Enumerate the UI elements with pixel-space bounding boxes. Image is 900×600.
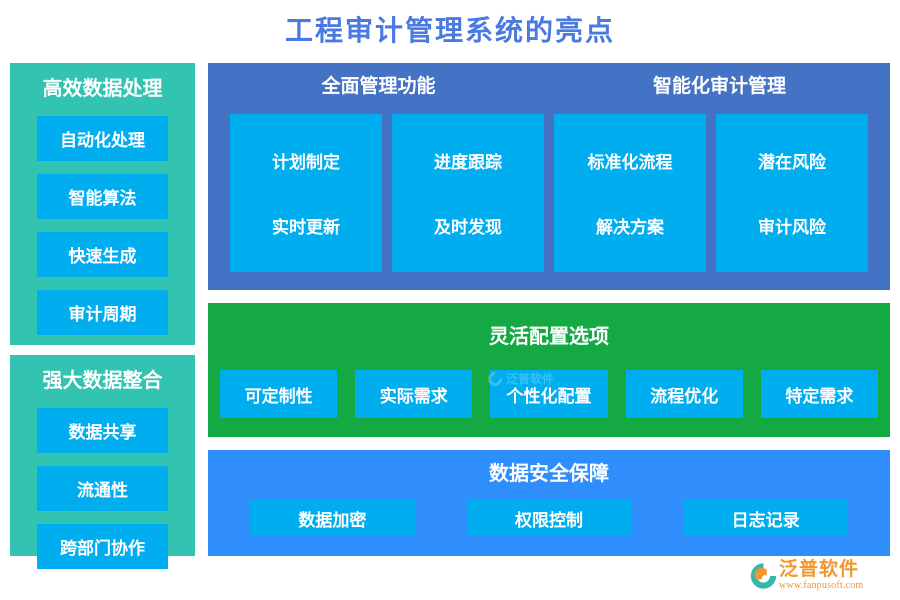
card-progress-tracking[interactable]: 进度跟踪 及时发现 <box>392 114 544 272</box>
brand-name: 泛普软件 <box>779 559 860 580</box>
brand-url: www.fanpusoft.com <box>779 580 864 591</box>
chip-specific-requirements[interactable]: 特定需求 <box>760 370 879 418</box>
chip-customizable[interactable]: 可定制性 <box>220 370 338 418</box>
fanpu-logo-icon <box>748 561 778 591</box>
card-line-1: 潜在风险 <box>758 153 826 172</box>
sidebar-panel-heading: 强大数据整合 <box>42 370 163 392</box>
card-standardized-process[interactable]: 标准化流程 解决方案 <box>554 114 706 272</box>
card-line-1: 计划制定 <box>272 153 340 172</box>
brand-logo-words: 泛普软件 www.fanpusoft.com <box>779 560 863 592</box>
sidebar-item-fast-generation[interactable]: 快速生成 <box>37 232 168 277</box>
green-panel-chip-row: 可定制性 实际需求 个性化配置 流程优化 特定需求 <box>220 370 879 418</box>
chip-actual-requirements[interactable]: 实际需求 <box>355 370 473 418</box>
card-line-2: 审计风险 <box>758 218 826 237</box>
card-line-2: 实时更新 <box>272 218 340 237</box>
top-panel-headings: 全面管理功能 智能化审计管理 <box>208 75 890 99</box>
top-panel-card-row: 计划制定 实时更新 进度跟踪 及时发现 标准化流程 解决方案 潜在风险 审计风险 <box>230 114 868 272</box>
chip-data-encryption[interactable]: 数据加密 <box>250 500 415 536</box>
card-potential-risk[interactable]: 潜在风险 审计风险 <box>716 114 868 272</box>
data-security-panel: 数据安全保障 数据加密 权限控制 日志记录 <box>208 450 890 556</box>
card-plan-making[interactable]: 计划制定 实时更新 <box>230 114 382 272</box>
security-panel-heading: 数据安全保障 <box>489 463 609 485</box>
page-title: 工程审计管理系统的亮点 <box>284 15 615 46</box>
heading-comprehensive-management: 全面管理功能 <box>321 76 436 97</box>
sidebar-item-list: 自动化处理 智能算法 快速生成 审计周期 <box>37 116 168 335</box>
sidebar-item-data-sharing[interactable]: 数据共享 <box>37 408 168 453</box>
sidebar-panel-heading: 高效数据处理 <box>42 78 163 100</box>
sidebar-panel-data-integration: 强大数据整合 数据共享 流通性 跨部门协作 <box>10 355 195 569</box>
brand-logo: 泛普软件 www.fanpusoft.com <box>748 556 894 596</box>
sidebar-item-audit-cycle[interactable]: 审计周期 <box>37 290 168 335</box>
flexible-configuration-panel: 灵活配置选项 可定制性 实际需求 个性化配置 流程优化 特定需求 <box>208 303 890 437</box>
sidebar-item-circulation[interactable]: 流通性 <box>37 466 168 511</box>
chip-permission-control[interactable]: 权限控制 <box>466 500 632 536</box>
card-line-2: 及时发现 <box>434 218 502 237</box>
sidebar-item-list: 数据共享 流通性 跨部门协作 <box>37 408 168 569</box>
sidebar-panel-efficient-data-processing: 高效数据处理 自动化处理 智能算法 快速生成 审计周期 <box>10 63 195 345</box>
chip-process-optimization[interactable]: 流程优化 <box>625 370 743 418</box>
sidebar-item-smart-algorithm[interactable]: 智能算法 <box>37 174 168 219</box>
green-panel-heading: 灵活配置选项 <box>489 326 609 348</box>
card-line-1: 进度跟踪 <box>434 153 502 172</box>
chip-log-record[interactable]: 日志记录 <box>683 500 849 536</box>
heading-intelligent-audit-management: 智能化审计管理 <box>652 76 786 97</box>
card-line-2: 解决方案 <box>596 218 664 237</box>
sidebar-item-automation[interactable]: 自动化处理 <box>37 116 168 161</box>
card-line-1: 标准化流程 <box>587 153 673 172</box>
sidebar-item-cross-department-collaboration[interactable]: 跨部门协作 <box>37 524 168 569</box>
security-panel-chip-row: 数据加密 权限控制 日志记录 <box>250 500 849 536</box>
chip-personalized-configuration[interactable]: 个性化配置 <box>490 370 608 418</box>
management-features-panel: 全面管理功能 智能化审计管理 计划制定 实时更新 进度跟踪 及时发现 标准化流程… <box>208 63 890 290</box>
